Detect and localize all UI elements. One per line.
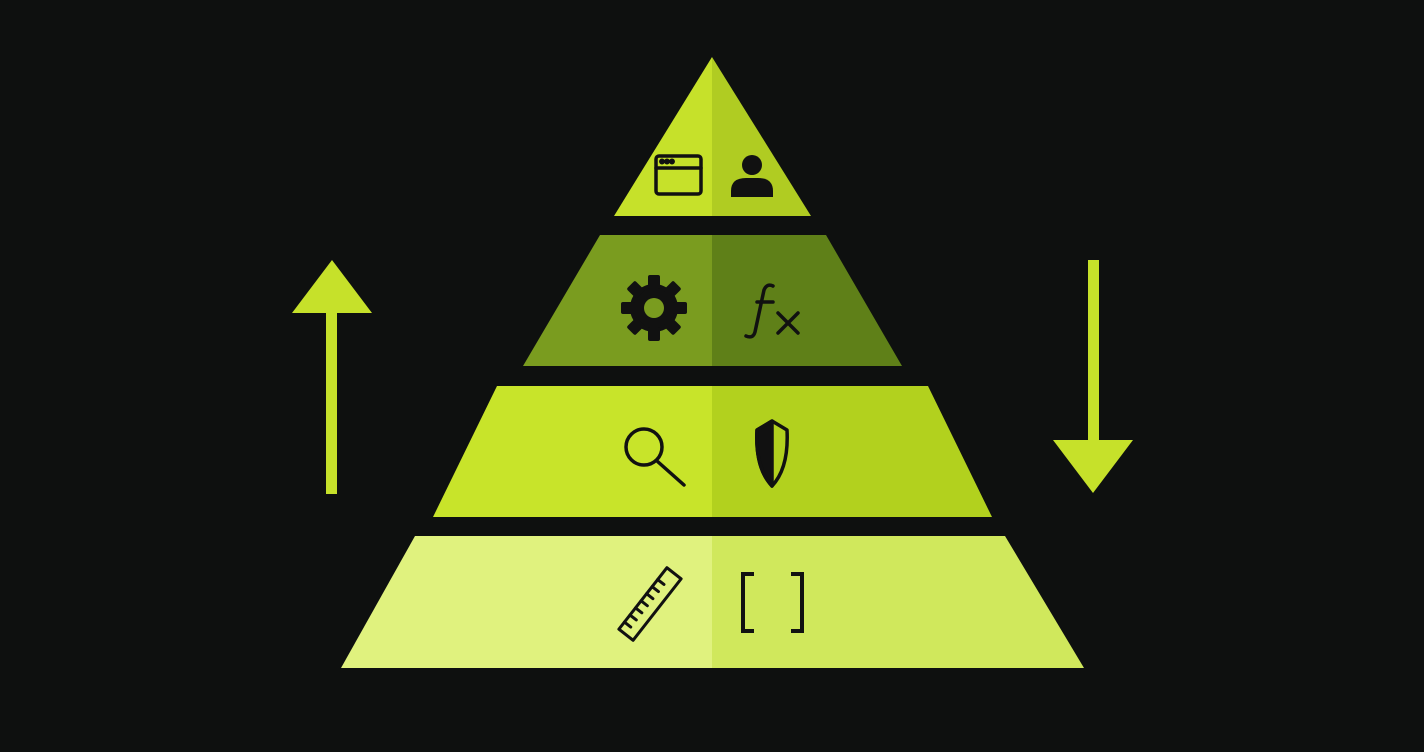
tier-4-base-left-half [341, 536, 712, 668]
tier-3-right-half [712, 386, 992, 517]
shield-icon [755, 419, 789, 488]
tier-2 [523, 235, 902, 366]
arrow-up-icon [292, 260, 372, 494]
tier-1-top [614, 57, 811, 216]
tier-3 [433, 386, 992, 517]
brackets-icon [741, 572, 804, 633]
tier-4-base [341, 536, 1084, 668]
tier-4-base-right-half [712, 536, 1084, 668]
gear-icon [621, 275, 687, 341]
browser-window-icon [654, 154, 703, 196]
tier-2-right-half [712, 235, 902, 366]
arrow-down-icon [1053, 260, 1133, 493]
function-fx-icon [744, 283, 800, 339]
magnifier-icon [624, 427, 686, 487]
tier-1-top-right-half [712, 57, 811, 216]
ruler-icon [617, 566, 683, 642]
tier-1-top-left-half [614, 57, 712, 216]
user-icon [731, 155, 773, 197]
tier-2-left-half [523, 235, 712, 366]
tier-3-left-half [433, 386, 712, 517]
